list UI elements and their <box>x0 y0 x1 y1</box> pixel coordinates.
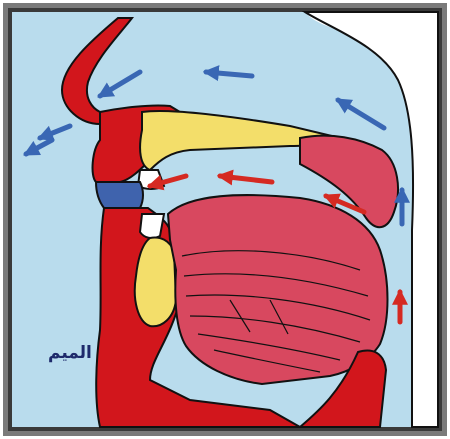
tongue <box>168 195 388 384</box>
mandible-bone <box>135 238 176 327</box>
letter-caption: الميم <box>48 343 92 363</box>
closed-lips <box>96 182 143 208</box>
lower-teeth <box>140 214 164 238</box>
